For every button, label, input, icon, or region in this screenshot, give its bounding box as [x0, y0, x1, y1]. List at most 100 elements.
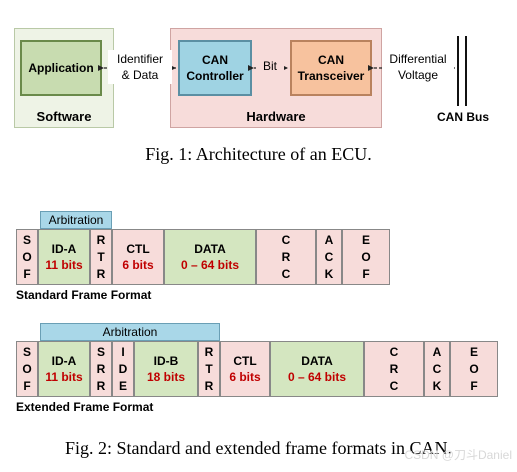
ext-data-bits: 0 – 64 bits [287, 370, 347, 384]
can-bus-label: CAN Bus [428, 108, 498, 126]
ext-crc-r: R [389, 361, 399, 376]
ext-ack-c: C [432, 361, 442, 376]
standard-frame-text: Standard Frame Format [16, 288, 152, 302]
extended-arbitration-bar: Arbitration [40, 323, 220, 341]
ext-crc-c2: C [389, 378, 399, 393]
ext-ack-a: A [432, 345, 442, 360]
std-ctl-field: CTL 6 bits [112, 229, 164, 285]
ext-id-a-name: ID-A [51, 354, 77, 368]
ext-eof-e: E [469, 345, 478, 360]
identifier-data-label: Identifier & Data [108, 50, 172, 84]
can-transceiver-block: CAN Transceiver [290, 40, 372, 96]
std-id-a-bits: 11 bits [45, 258, 83, 272]
std-crc-c1: C [281, 233, 291, 248]
standard-frame-label: Standard Frame Format [16, 288, 236, 304]
ext-eof-f: F [470, 378, 478, 393]
ext-srr-r1: R [96, 361, 106, 376]
hardware-label: Hardware [170, 106, 382, 126]
ext-data-name: DATA [301, 354, 333, 368]
differential-voltage-label: Differential Voltage [382, 50, 454, 84]
hardware-text: Hardware [246, 108, 306, 124]
ext-rtr-r2: R [204, 378, 214, 393]
std-ack-a: A [324, 233, 334, 248]
and-data-text: & Data [121, 68, 159, 82]
ext-ide-d: D [118, 361, 128, 376]
extended-arbitration-text: Arbitration [102, 325, 158, 339]
std-eof-f: F [362, 266, 370, 281]
ext-crc-c1: C [389, 345, 399, 360]
std-id-a-field: ID-A 11 bits [38, 229, 90, 285]
ext-ide-i: I [121, 345, 125, 360]
fig2-caption: Fig. 2: Standard and extended frame form… [0, 436, 517, 460]
ext-id-a-field: ID-A 11 bits [38, 341, 90, 397]
std-ack-c: C [324, 249, 334, 264]
extended-frame-text: Extended Frame Format [16, 400, 154, 414]
fig1-caption-text: Fig. 1: Architecture of an ECU. [145, 143, 372, 164]
extended-frame-label: Extended Frame Format [16, 400, 236, 416]
ext-rtr-t: T [205, 361, 213, 376]
std-eof-e: E [361, 233, 370, 248]
differential-text: Differential [389, 52, 447, 66]
std-rtr-r2: R [96, 266, 106, 281]
ext-sof-s: S [22, 345, 31, 360]
ext-srr-s: S [96, 345, 105, 360]
can-controller-line2: Controller [186, 69, 244, 83]
standard-arbitration-text: Arbitration [48, 213, 104, 227]
ext-sof-f: F [23, 378, 31, 393]
ext-id-b-name: ID-B [153, 354, 179, 368]
ext-ctl-bits: 6 bits [229, 370, 261, 384]
identifier-text: Identifier [116, 52, 164, 66]
std-sof-s: S [22, 233, 31, 248]
std-ack-k: K [324, 266, 334, 281]
ext-id-b-bits: 18 bits [146, 370, 185, 384]
ext-rtr-r1: R [204, 345, 214, 360]
std-crc-r: R [281, 249, 291, 264]
can-transceiver-line2: Transceiver [297, 69, 365, 83]
ext-data-field: DATA 0 – 64 bits [270, 341, 364, 397]
application-block: Application [20, 40, 102, 96]
can-controller-line1: CAN [202, 53, 228, 67]
voltage-text: Voltage [397, 68, 439, 82]
std-ctl-name: CTL [126, 242, 150, 256]
ext-srr-r2: R [96, 378, 106, 393]
std-eof-o: O [361, 249, 371, 264]
application-label: Application [28, 61, 94, 75]
software-text: Software [36, 108, 92, 124]
std-id-a-name: ID-A [51, 242, 77, 256]
ext-eof-o: O [469, 361, 479, 376]
ext-id-a-bits: 11 bits [45, 370, 83, 384]
std-rtr-t: T [97, 249, 105, 264]
std-sof-o: O [22, 249, 32, 264]
software-label: Software [14, 106, 114, 126]
watermark: CSDN @刀斗Daniel [352, 446, 512, 462]
watermark-text: CSDN @刀斗Daniel [404, 448, 512, 462]
std-data-field: DATA 0 – 64 bits [164, 229, 256, 285]
ext-ack-k: K [432, 378, 442, 393]
bit-label: Bit [256, 58, 284, 74]
can-bus-text: CAN Bus [436, 110, 489, 124]
can-transceiver-line1: CAN [318, 53, 344, 67]
ext-id-b-field: ID-B 18 bits [134, 341, 198, 397]
bit-text: Bit [262, 59, 277, 73]
ext-ide-e: E [118, 378, 127, 393]
std-sof-f: F [23, 266, 31, 281]
std-crc-c2: C [281, 266, 291, 281]
std-ctl-bits: 6 bits [122, 258, 154, 272]
std-rtr-r1: R [96, 233, 106, 248]
std-data-bits: 0 – 64 bits [180, 258, 240, 272]
fig2-caption-text: Fig. 2: Standard and extended frame form… [65, 437, 452, 458]
standard-arbitration-bar: Arbitration [40, 211, 112, 229]
fig1-caption: Fig. 1: Architecture of an ECU. [0, 142, 517, 166]
ext-ctl-field: CTL 6 bits [220, 341, 270, 397]
